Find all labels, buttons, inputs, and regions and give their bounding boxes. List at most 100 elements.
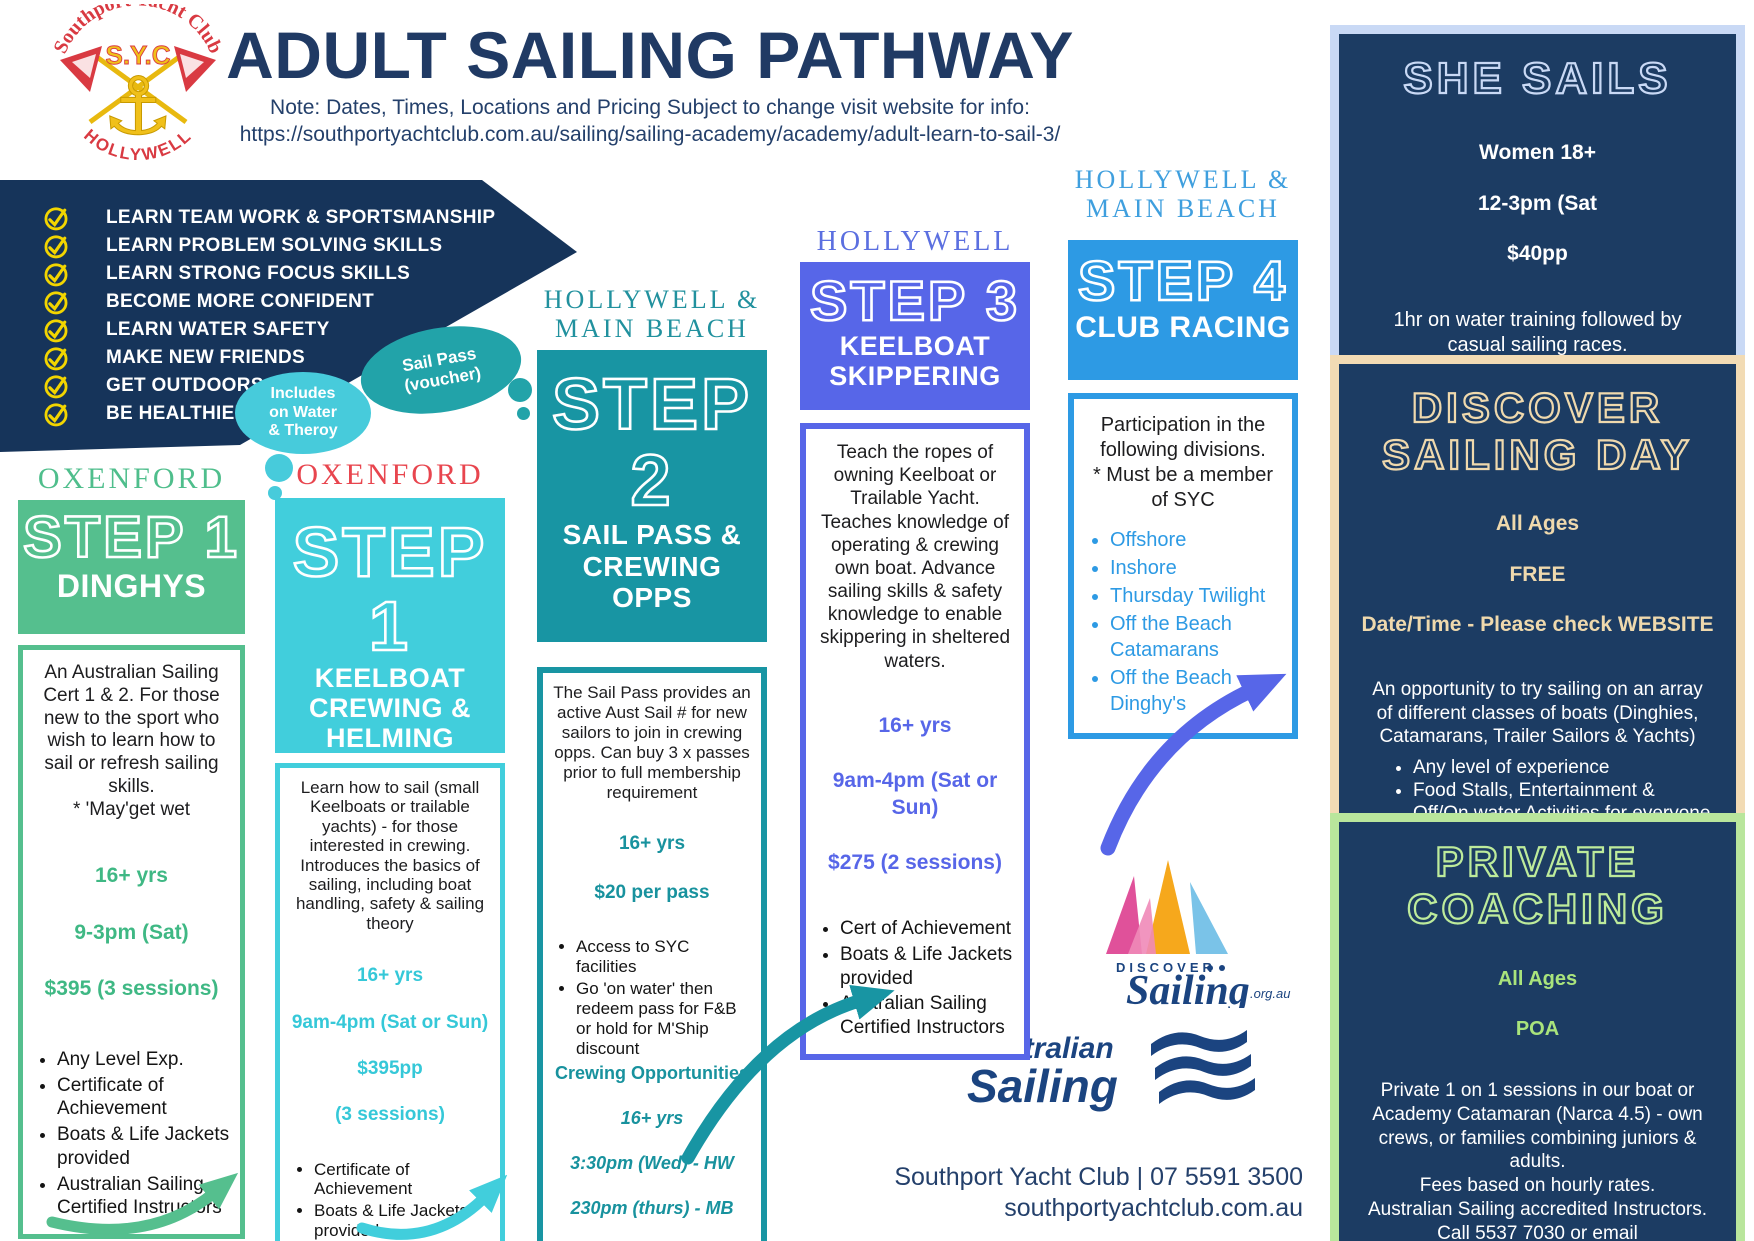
step4-location: HOLLYWELL & MAIN BEACH [1074,165,1292,223]
she-sails-title: SHE SAILS [1402,53,1672,104]
bubble-tail-dot [508,378,532,402]
check-circle-icon [44,403,68,427]
discover-title: DISCOVER SAILING DAY [1381,383,1693,479]
discover-details: All Ages FREE Date/Time - Please check W… [1349,486,1726,662]
crewing-heading: Crewing Opportunities [554,1063,749,1083]
org-au-suffix: .org.au [1250,986,1290,1001]
detail-line: Date/Time - Please check WEBSITE [1361,613,1714,636]
benefit-row: LEARN WATER SAFETY [0,316,577,344]
step1b-name: KEELBOAT CREWING & HELMING [309,663,471,754]
wave-flag-icon [1151,1030,1255,1104]
step4-divisions: Offshore Inshore Thursday Twilight Off t… [1084,527,1282,717]
anchor-icon: ⚓ [102,60,174,153]
includes-thought-bubble: Includes on Water & Theroy [235,372,371,454]
bullet-item: Any Level Exp. [57,1048,232,1072]
contact-website: southportyachtclub.com.au [1004,1194,1303,1222]
detail-line: POA [1515,1018,1560,1041]
detail-line: 16+ yrs [356,965,424,987]
bullet-item: Boats & Life Jackets provided [840,943,1016,991]
step3-name: KEELBOAT SKIPPERING [829,330,1001,392]
detail-line: 230pm (thurs) - MB [570,1197,734,1218]
contact-phone: Southport Yacht Club | 07 5591 3500 [894,1163,1303,1191]
header-note: Note: Dates, Times, Locations and Pricin… [270,96,1030,119]
bullet-item: Any level of experience [1413,756,1712,779]
detail-line: 16+ yrs [618,832,686,854]
discover-description: An opportunity to try sailing on an arra… [1372,679,1703,747]
sail-rose-icon [1128,898,1156,954]
page-title: ADULT SAILING PATHWAY [226,18,1074,92]
step1b-label: STEP 1 [291,513,488,665]
step1-description: An Australian Sailing Cert 1 & 2. For th… [43,662,220,820]
benefit-label: LEARN PROBLEM SOLVING SKILLS [106,235,443,256]
step2-name: SAIL PASS & CREWING OPPS [562,519,742,613]
detail-line: 16+ yrs [95,863,168,887]
step3-label: STEP 3 [809,269,1020,332]
step2-details: 16+ yrs $20 per pass [550,807,754,930]
benefit-label: LEARN STRONG FOCUS SKILLS [106,263,411,284]
check-circle-icon [44,263,68,287]
detail-line: $395 (3 sessions) [44,977,219,1001]
she-sails-details: Women 18+ 12-3pm (Sat $40pp [1349,115,1726,291]
bullet-item: Australian Sailing Certified Instructors [57,1173,232,1221]
contact-block: Southport Yacht Club | 07 5591 3500 sout… [883,1163,1303,1223]
step1-location: OXENFORD [37,462,226,495]
detail-line: $40pp [1507,242,1568,266]
step1-label: STEP 1 [22,505,240,570]
check-circle-icon [44,319,68,343]
detail-line: FREE [1509,562,1566,586]
step1-name: DINGHYS [56,567,207,604]
step2-description: The Sail Pass provides an active Aust Sa… [553,683,751,803]
crewing-details: 16+ yrs 3:30pm (Wed) - HW 230pm (thurs) … [550,1084,754,1241]
check-circle-icon [44,291,68,315]
bullet-item: Certificate of Achievement [57,1074,232,1122]
benefit-row: LEARN STRONG FOCUS SKILLS [0,260,577,288]
step1-bullets: Any Level Exp. Certificate of Achievemen… [31,1048,232,1220]
benefit-row: LEARN PROBLEM SOLVING SKILLS [0,232,577,260]
division-item: Thursday Twilight [1110,583,1282,609]
benefit-row: LEARN TEAM WORK & SPORTSMANSHIP [0,204,577,232]
step1b-location: OXENFORD [296,458,484,491]
check-circle-icon [44,235,68,259]
discover-wordmark: DISCOVER [1116,960,1216,975]
detail-line: 16+ yrs [878,714,952,738]
division-item: Off the Beach Dinghy's [1110,665,1282,717]
detail-line: 12-3pm (Sat [1477,191,1598,215]
bullet-item: Australian Sailing Certified Instructors [840,992,1016,1040]
step4-description: Participation in the following divisions… [1092,414,1274,511]
detail-line: 9am-4pm (Sat or Sun) [291,1011,489,1033]
benefit-row: MAKE NEW FRIENDS [0,344,577,372]
benefit-label: BECOME MORE CONFIDENT [106,291,375,312]
bullet-item: Access to SYC facilities [576,937,754,977]
benefit-row: GET OUTDOORS [0,372,577,400]
step1b-box: STEP 1 KEELBOAT CREWING & HELMING [275,498,505,753]
header-url: https://southportyachtclub.com.au/sailin… [239,123,1061,146]
step1b-bullets: Certificate of Achievement Boats & Life … [288,1160,492,1241]
bullet-item: Cert of Achievement [840,917,1016,941]
benefit-label: GET OUTDOORS [106,375,264,396]
step2-bullets: Access to SYC facilities Go 'on water' t… [550,937,754,1059]
discover-sailing-day-panel: DISCOVER SAILING DAY All Ages FREE Date/… [1330,355,1745,847]
detail-line: 9am-4pm (Sat or Sun) [832,768,998,819]
check-circle-icon [44,375,68,399]
bullet-item: Boats & Life Jackets provided [57,1123,232,1171]
bubble-tail-dot [268,486,282,500]
detail-line: $275 (2 sessions) [828,850,1002,874]
step2-box: STEP 2 SAIL PASS & CREWING OPPS [537,350,767,642]
bullet-item: Certificate of Achievement [314,1160,492,1199]
detail-line: Women 18+ [1479,141,1596,165]
check-circle-icon [44,347,68,371]
private-coaching-panel: PRIVATE COACHING All Ages POA Private 1 … [1330,813,1745,1241]
private-coaching-details: All Ages POA [1349,942,1726,1067]
sail-pink-icon [1106,876,1142,954]
step1b-details: 16+ yrs 9am-4pm (Sat or Sun) $395pp (3 s… [288,941,492,1150]
step1-card: An Australian Sailing Cert 1 & 2. For th… [18,645,245,1240]
she-sails-description: 1hr on water training followed by casual… [1393,308,1682,356]
step3-bullets: Cert of Achievement Boats & Life Jackets… [814,917,1016,1040]
detail-line: $20 per pass [594,882,710,904]
private-coaching-title: PRIVATE COACHING [1406,837,1668,933]
benefit-label: MAKE NEW FRIENDS [106,347,306,368]
aus-sailing-line2: Sailing [967,1060,1118,1112]
step4-card: Participation in the following divisions… [1068,393,1298,739]
step1-details: 16+ yrs 9-3pm (Sat) $395 (3 sessions) [31,834,232,1032]
